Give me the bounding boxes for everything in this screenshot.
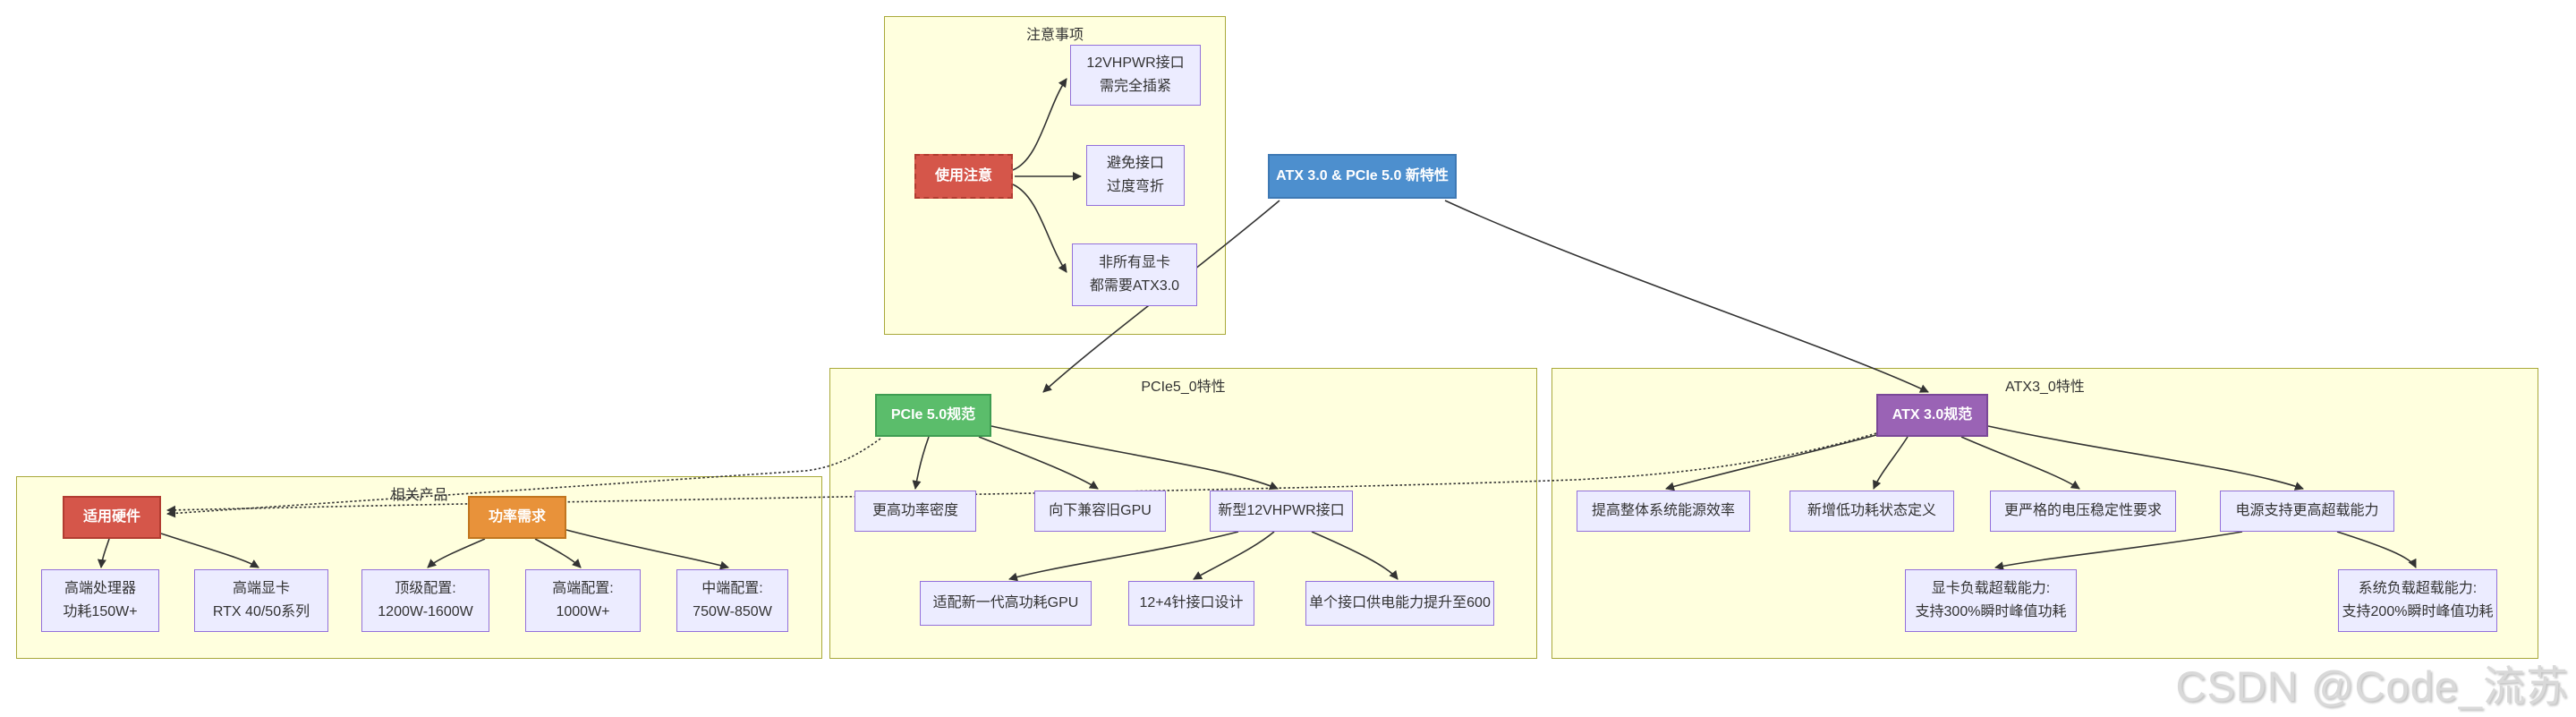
group-atx-title: ATX3_0特性 — [2005, 380, 2085, 395]
node-pcie-power-density: 更高功率密度 — [854, 491, 976, 532]
feature-label: 电源支持更高超载能力 — [2235, 503, 2379, 518]
node-product-cpu: 高端处理器 功耗150W+ — [41, 569, 159, 632]
group-notes-title: 注意事项 — [1025, 28, 1084, 43]
edge-atx-f1 — [1665, 434, 1877, 491]
node-product-gpu: 高端显卡 RTX 40/50系列 — [194, 569, 328, 632]
node-pcie-12plus4pin: 12+4针接口设计 — [1128, 581, 1254, 626]
edge-pw-p3 — [427, 538, 486, 568]
feature-label: 新增低功耗状态定义 — [1807, 503, 1936, 518]
node-config-mid: 中端配置: 750W-850W — [676, 569, 788, 632]
detail-label: 适配新一代高功耗GPU — [932, 595, 1079, 610]
node-pcie-600w: 单个接口供电能力提升至600 — [1305, 581, 1494, 626]
feature-label: 更严格的电压稳定性要求 — [2003, 503, 2162, 518]
detail-line: 1000W+ — [556, 604, 610, 619]
edge-pcie-d3 — [1311, 531, 1399, 580]
node-pcie-12vhpwr-connector: 新型12VHPWR接口 — [1210, 491, 1353, 532]
group-products-title: 相关产品 — [390, 488, 448, 503]
node-root-label: ATX 3.0 & PCIe 5.0 新特性 — [1276, 168, 1449, 184]
note-line: 非所有显卡 — [1098, 255, 1170, 270]
detail-label: 12+4针接口设计 — [1139, 595, 1244, 610]
node-note-not-all-gpu: 非所有显卡 都需要ATX3.0 — [1072, 243, 1197, 306]
edge-atx-f3 — [1960, 436, 2080, 490]
detail-line: RTX 40/50系列 — [212, 604, 310, 619]
node-atx-spec-label: ATX 3.0规范 — [1892, 407, 1973, 423]
edge-pw-p4 — [534, 538, 582, 568]
edge-hw-p2 — [160, 533, 259, 568]
detail-line: 高端处理器 — [64, 581, 136, 596]
edge-usage-note1 — [1012, 78, 1067, 171]
edge-pcie-f3 — [990, 425, 1279, 491]
detail-line: 高端配置: — [552, 581, 614, 596]
detail-line: 高端显卡 — [232, 581, 290, 596]
edge-pcie-hardware-dotted — [166, 438, 881, 518]
node-note-bend: 避免接口 过度弯折 — [1086, 145, 1185, 206]
edge-pcie-d1 — [1008, 531, 1239, 582]
detail-label: 单个接口供电能力提升至600 — [1309, 595, 1491, 610]
note-line: 12VHPWR接口 — [1086, 55, 1185, 71]
edge-atx-f2 — [1873, 436, 1909, 490]
node-usage-notice: 使用注意 — [914, 154, 1013, 199]
node-usage-notice-label: 使用注意 — [934, 168, 992, 184]
edge-pcie-f1 — [912, 436, 930, 490]
feature-label: 新型12VHPWR接口 — [1218, 503, 1345, 518]
node-atx-gpu-overload: 显卡负载超载能力: 支持300%瞬时峰值功耗 — [1905, 569, 2077, 632]
note-line: 避免接口 — [1106, 156, 1164, 171]
group-pcie-title: PCIe5_0特性 — [1141, 380, 1226, 395]
node-applicable-hardware-label: 适用硬件 — [82, 509, 140, 525]
detail-line: 1200W-1600W — [378, 604, 473, 619]
edge-root-atx — [1444, 200, 1929, 393]
node-atx-spec: ATX 3.0规范 — [1876, 394, 1988, 437]
node-atx-voltage-stability: 更严格的电压稳定性要求 — [1990, 491, 2176, 532]
edge-atx-d2 — [2336, 531, 2417, 568]
detail-line: 支持200%瞬时峰值功耗 — [2342, 604, 2494, 619]
edge-atx-hardware-dotted — [166, 432, 1877, 515]
node-power-requirement: 功率需求 — [468, 496, 566, 539]
note-line: 过度弯折 — [1106, 179, 1164, 194]
node-note-12vhpwr: 12VHPWR接口 需完全插紧 — [1070, 45, 1201, 106]
node-config-top: 顶级配置: 1200W-1600W — [361, 569, 489, 632]
detail-line: 系统负载超载能力: — [2358, 581, 2478, 596]
node-atx-system-overload: 系统负载超载能力: 支持200%瞬时峰值功耗 — [2338, 569, 2497, 632]
detail-line: 顶级配置: — [395, 581, 456, 596]
note-line: 需完全插紧 — [1099, 79, 1171, 94]
node-power-requirement-label: 功率需求 — [488, 509, 546, 525]
feature-label: 更高功率密度 — [871, 503, 958, 518]
feature-label: 提高整体系统能源效率 — [1591, 503, 1735, 518]
node-pcie-backward-compat: 向下兼容旧GPU — [1034, 491, 1166, 532]
node-atx-efficiency: 提高整体系统能源效率 — [1577, 491, 1750, 532]
node-atx-overload: 电源支持更高超载能力 — [2220, 491, 2394, 532]
detail-line: 750W-850W — [693, 604, 772, 619]
edge-usage-note3 — [1012, 184, 1067, 273]
detail-line: 功耗150W+ — [63, 604, 138, 619]
edge-pcie-d2 — [1193, 531, 1275, 580]
node-atx-lowpower-states: 新增低功耗状态定义 — [1790, 491, 1954, 532]
note-line: 都需要ATX3.0 — [1089, 278, 1180, 294]
feature-label: 向下兼容旧GPU — [1049, 503, 1152, 518]
edge-pw-p5 — [565, 529, 729, 570]
detail-line: 中端配置: — [701, 581, 763, 596]
edge-hw-p1 — [97, 538, 110, 568]
edge-atx-d1 — [1994, 531, 2243, 571]
node-pcie-highpower-gpu: 适配新一代高功耗GPU — [920, 581, 1092, 626]
node-pcie-spec-label: PCIe 5.0规范 — [890, 407, 976, 423]
node-applicable-hardware: 适用硬件 — [63, 496, 161, 539]
csdn-watermark: CSDN @Code_流苏 — [2175, 662, 2569, 710]
detail-line: 显卡负载超载能力: — [1931, 581, 2051, 596]
node-config-high: 高端配置: 1000W+ — [525, 569, 641, 632]
detail-line: 支持300%瞬时峰值功耗 — [1915, 604, 2067, 619]
node-pcie-spec: PCIe 5.0规范 — [875, 394, 991, 437]
edge-pcie-f2 — [978, 436, 1099, 490]
edge-atx-f4 — [1987, 425, 2304, 491]
node-root-new-features: ATX 3.0 & PCIe 5.0 新特性 — [1268, 154, 1457, 199]
